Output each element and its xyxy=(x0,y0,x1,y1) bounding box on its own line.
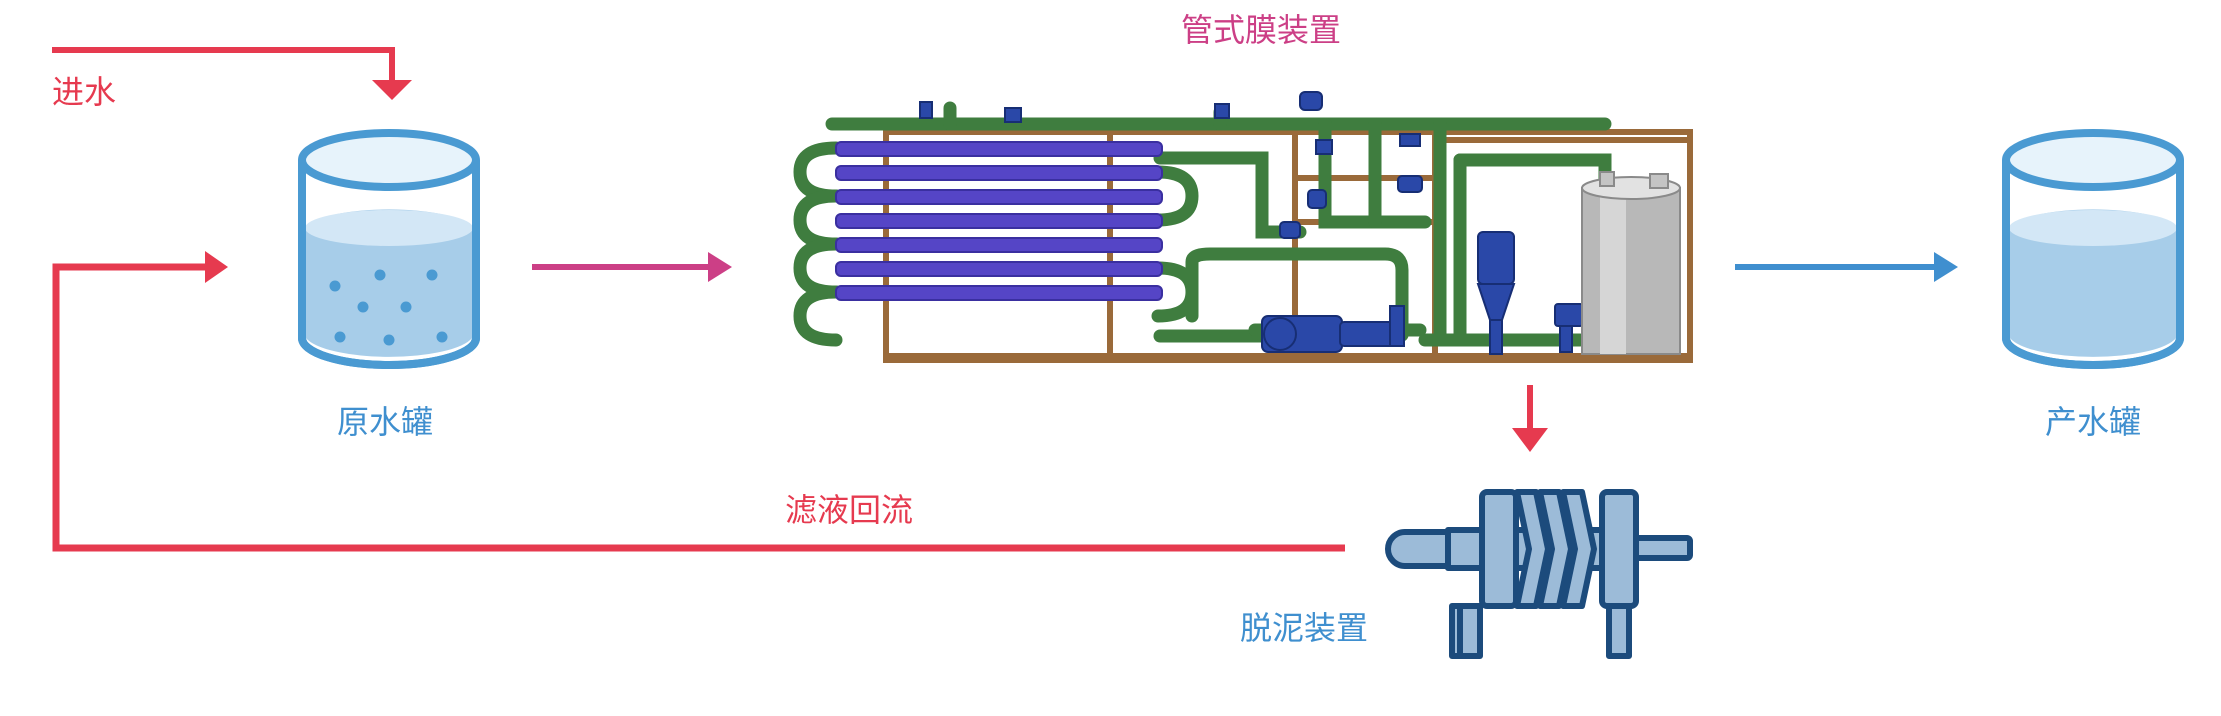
sludge-arrow xyxy=(1512,385,1548,452)
product-tank-label: 产水罐 xyxy=(2045,403,2142,441)
inflow-arrow xyxy=(52,47,412,100)
feed-arrow xyxy=(532,252,732,282)
filtrate-return-label: 滤液回流 xyxy=(785,491,914,529)
inflow-label: 进水 xyxy=(52,73,117,111)
product-water-tank-icon xyxy=(2002,129,2184,369)
raw-water-tank-icon xyxy=(298,129,480,369)
dewatering-unit-label: 脱泥装置 xyxy=(1240,609,1369,647)
buffer-tank xyxy=(1581,171,1681,355)
membrane-unit-label: 管式膜装置 xyxy=(1181,11,1342,49)
sludge-dewatering-press-icon xyxy=(1385,489,1693,659)
filtrate-return-arrow xyxy=(52,251,1345,552)
tubular-membrane-unit-icon xyxy=(793,91,1693,363)
raw-tank-label: 原水罐 xyxy=(337,403,434,441)
product-water-arrow xyxy=(1735,252,1958,282)
